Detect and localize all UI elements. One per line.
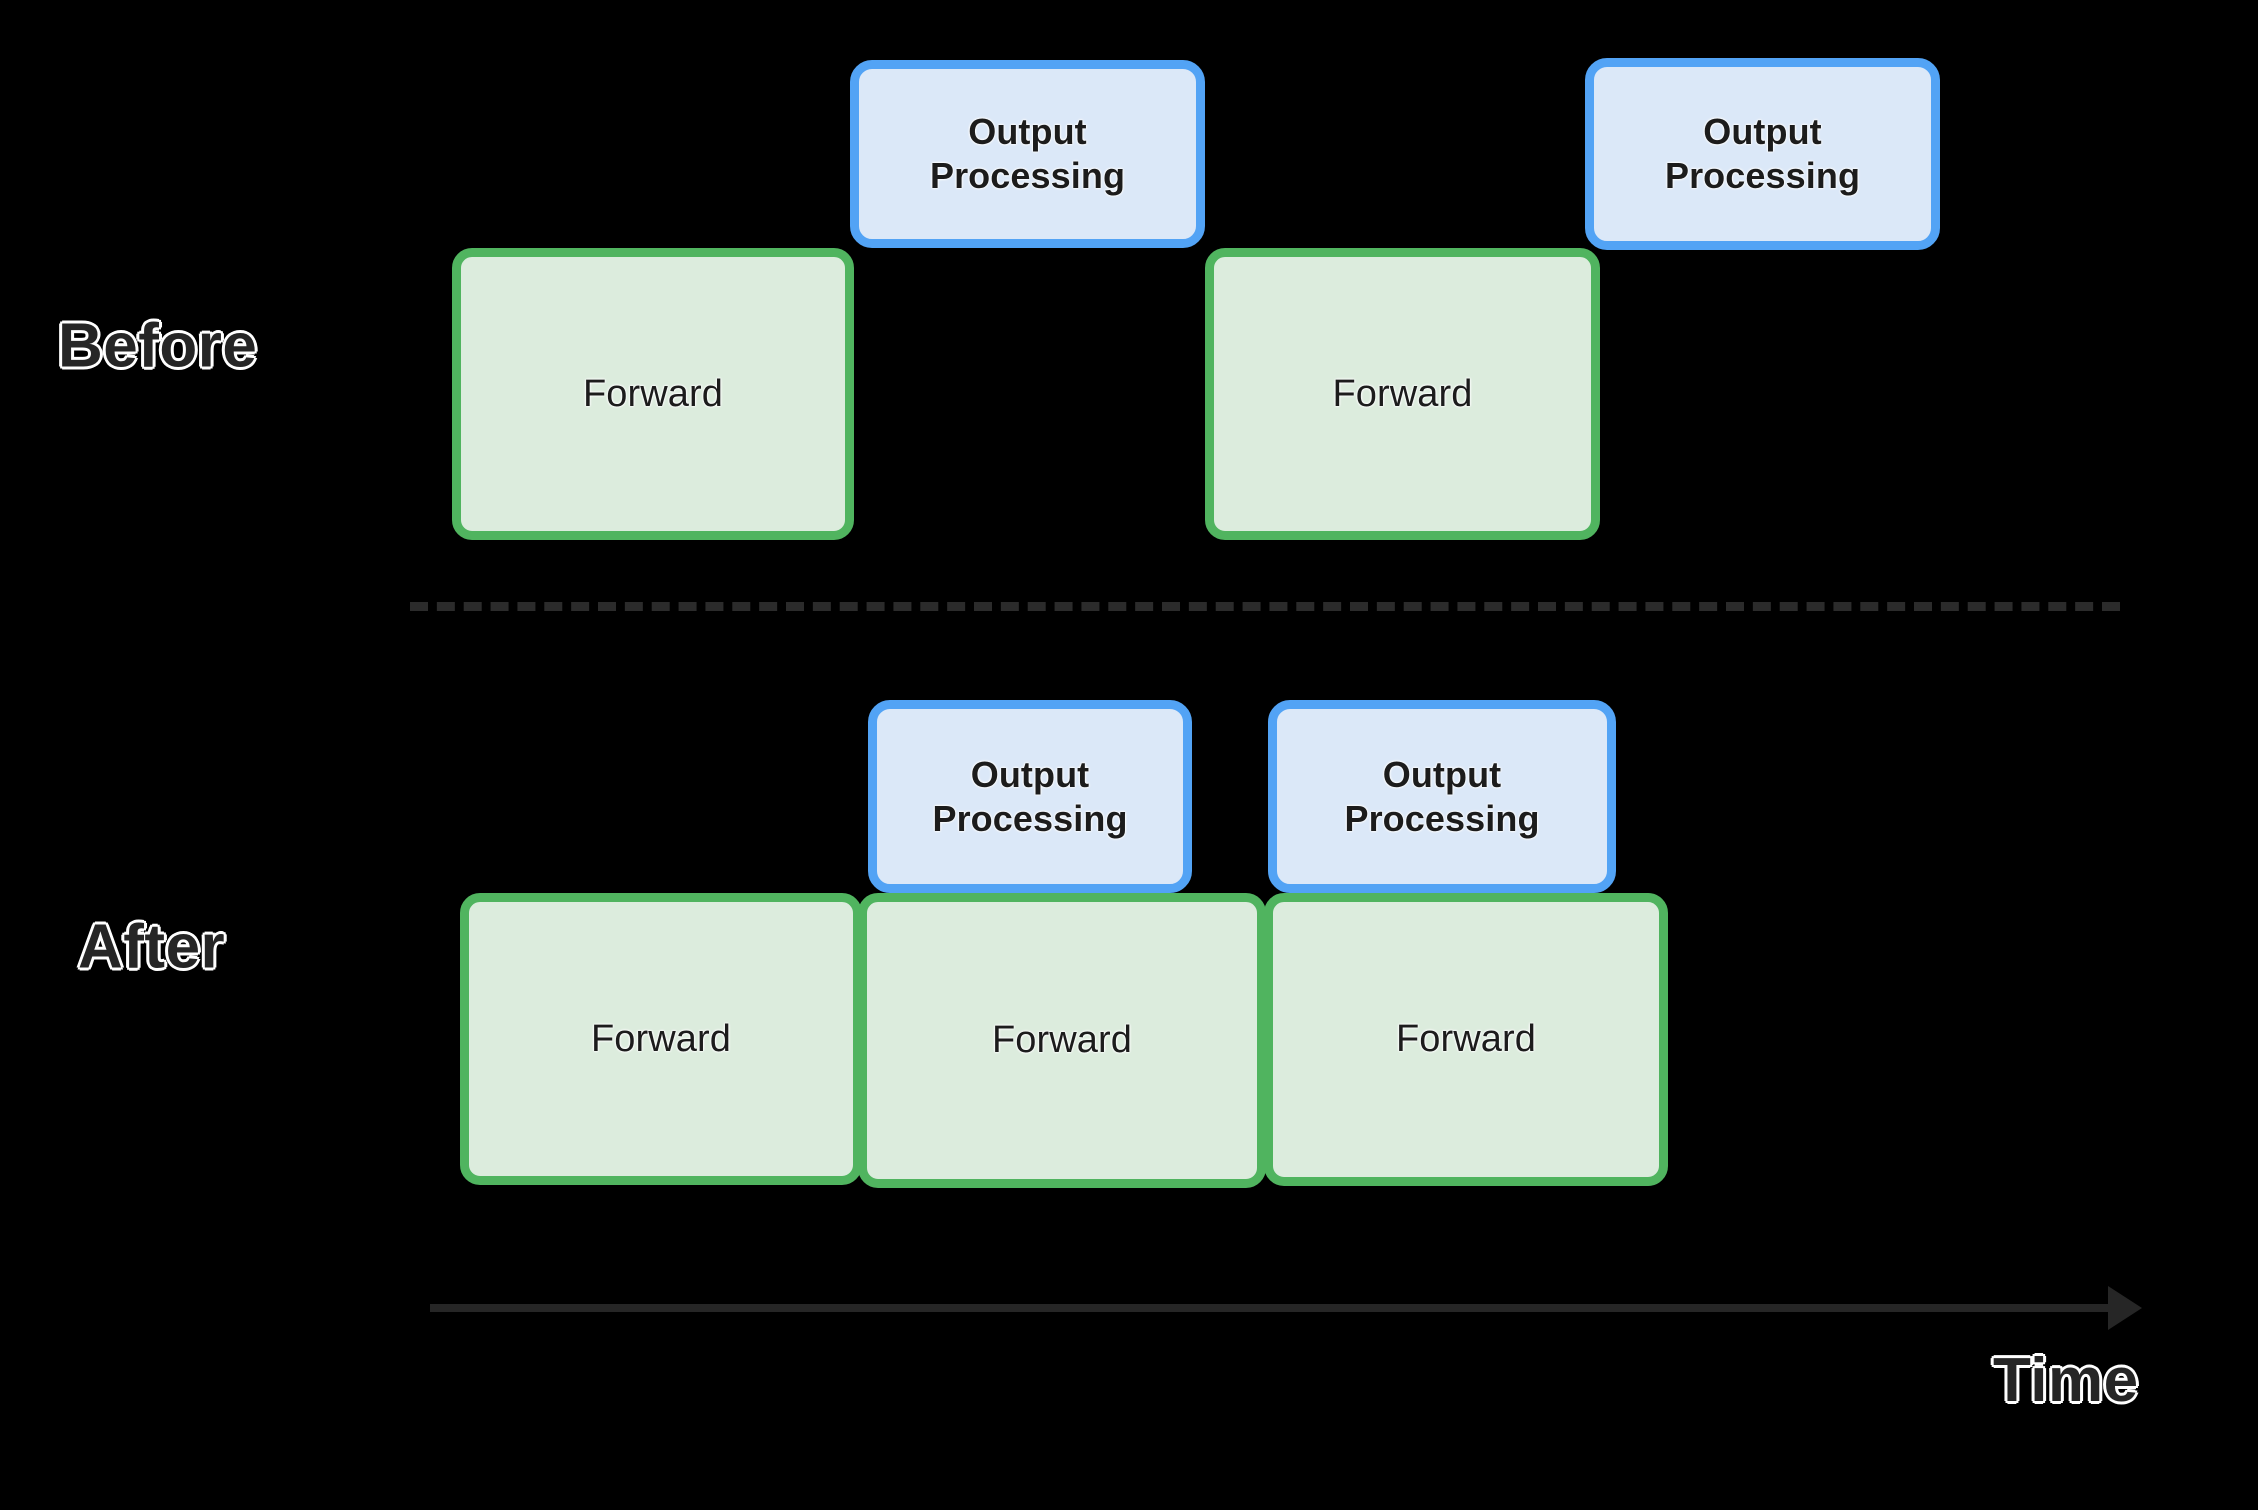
after-forward-2: Forward: [858, 893, 1266, 1188]
after-output-processing-1-line1: Output: [970, 753, 1090, 795]
before-output-processing-1-line1: Output: [968, 111, 1087, 153]
after-output-processing-1: Output Processing: [868, 700, 1192, 893]
after-forward-1: Forward: [460, 893, 862, 1185]
row-label-after: After: [78, 912, 226, 982]
row-label-before: Before: [58, 311, 258, 381]
before-forward-2: Forward: [1205, 248, 1600, 540]
before-output-processing-2: Output Processing: [1585, 58, 1940, 250]
after-output-processing-2-line1: Output: [1382, 753, 1502, 795]
before-output-processing-2-line2: Processing: [1664, 155, 1861, 196]
after-output-processing-1-line2: Processing: [932, 797, 1128, 839]
time-axis-line: [430, 1304, 2110, 1312]
section-divider: [410, 602, 2120, 611]
time-axis-arrowhead-icon: [2108, 1286, 2142, 1330]
before-output-processing-2-line1: Output: [1703, 111, 1822, 153]
after-output-processing-2: Output Processing: [1268, 700, 1616, 893]
after-output-processing-2-line2: Processing: [1344, 797, 1540, 839]
before-output-processing-1-line2: Processing: [929, 155, 1126, 196]
time-axis-label: Time: [1993, 1346, 2139, 1415]
after-forward-3: Forward: [1264, 893, 1668, 1186]
before-output-processing-1: Output Processing: [850, 60, 1205, 248]
before-forward-1: Forward: [452, 248, 854, 540]
